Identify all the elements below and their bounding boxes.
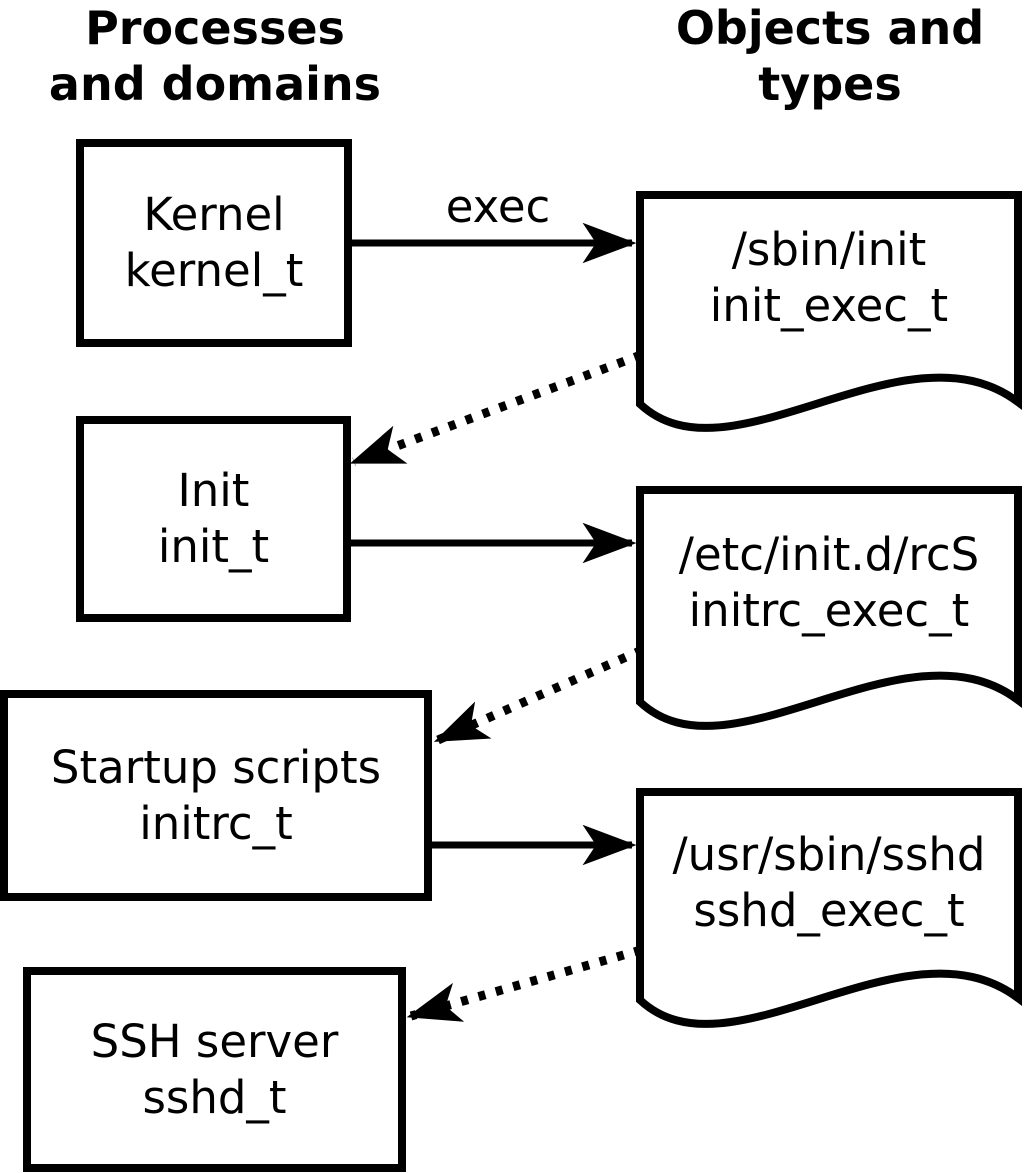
process-box-kernel: Kernel kernel_t <box>76 139 352 347</box>
object-path: /usr/sbin/sshd <box>672 828 986 881</box>
object-doc-etc-initd-rcs <box>636 486 1022 730</box>
exec-edge-label: exec <box>445 180 551 233</box>
column-header-objects-line2: types <box>758 57 902 111</box>
process-name: SSH server <box>90 1014 339 1068</box>
transition-arrow-rcs-to-initrc-t <box>433 645 644 745</box>
object-doc-usr-sbin-sshd <box>636 788 1022 1028</box>
process-box-init: Init init_t <box>76 416 351 622</box>
process-name: Startup scripts <box>50 740 382 794</box>
process-domain: kernel_t <box>124 244 304 297</box>
process-domain: sshd_t <box>142 1070 287 1124</box>
object-type: init_exec_t <box>709 279 949 332</box>
object-doc-etc-initd-rcs-label: /etc/init.d/rcS initrc_exec_t <box>640 527 1018 639</box>
object-doc-sbin-init-label: /sbin/init init_exec_t <box>640 222 1018 334</box>
process-box-startup-scripts: Startup scripts initrc_t <box>0 690 432 901</box>
transition-arrow-sshd-to-sshd-t <box>406 945 643 1022</box>
column-header-processes: Processes and domains <box>25 0 405 112</box>
column-header-objects-line1: Objects and <box>675 1 985 55</box>
object-doc-usr-sbin-sshd-label: /usr/sbin/sshd sshd_exec_t <box>640 827 1018 939</box>
process-name: Init <box>177 464 250 517</box>
transition-arrow-sbin-init-to-init-t <box>349 350 643 467</box>
column-header-objects: Objects and types <box>640 0 1020 112</box>
process-box-ssh-server: SSH server sshd_t <box>23 967 406 1172</box>
column-header-processes-line2: and domains <box>48 57 382 111</box>
object-type: sshd_exec_t <box>693 884 965 937</box>
column-header-processes-line1: Processes <box>85 1 345 55</box>
process-name: Kernel <box>143 188 285 241</box>
process-domain: initrc_t <box>139 796 293 850</box>
object-path: /sbin/init <box>731 223 927 276</box>
object-path: /etc/init.d/rcS <box>678 528 980 581</box>
process-domain: init_t <box>157 520 270 573</box>
object-type: initrc_exec_t <box>688 584 970 637</box>
object-doc-sbin-init <box>636 191 1022 432</box>
